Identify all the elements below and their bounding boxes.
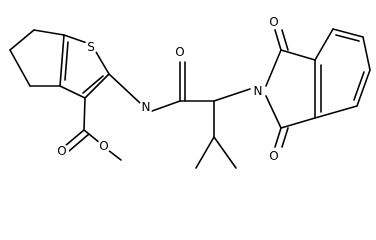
amide-nitrogen-label: N [142, 100, 151, 114]
imide-nitrogen-label: N [254, 84, 263, 98]
methyl-ester-group [64, 97, 122, 161]
imide-bottom-oxygen-label: O [269, 149, 278, 163]
isopropyl-group [195, 100, 237, 169]
thiophene-ring [59, 34, 110, 99]
cyclopentene-ring [9, 29, 65, 87]
amide-group [108, 61, 215, 112]
benzene-ring [314, 28, 371, 119]
structure-diagram: S N N O O O O O [9, 15, 371, 169]
imide-top-oxygen-label: O [269, 15, 278, 29]
ester-carbonyl-oxygen-label: O [57, 144, 66, 158]
phthalimide-group [213, 29, 322, 148]
ester-alkoxy-oxygen-label: O [99, 139, 108, 153]
molecule-drawing: S N N O O O O O [9, 15, 371, 169]
atom-labels: S N N O O O O O [55, 15, 281, 163]
amide-oxygen-label: O [175, 45, 184, 59]
sulfur-atom-label: S [87, 40, 95, 54]
